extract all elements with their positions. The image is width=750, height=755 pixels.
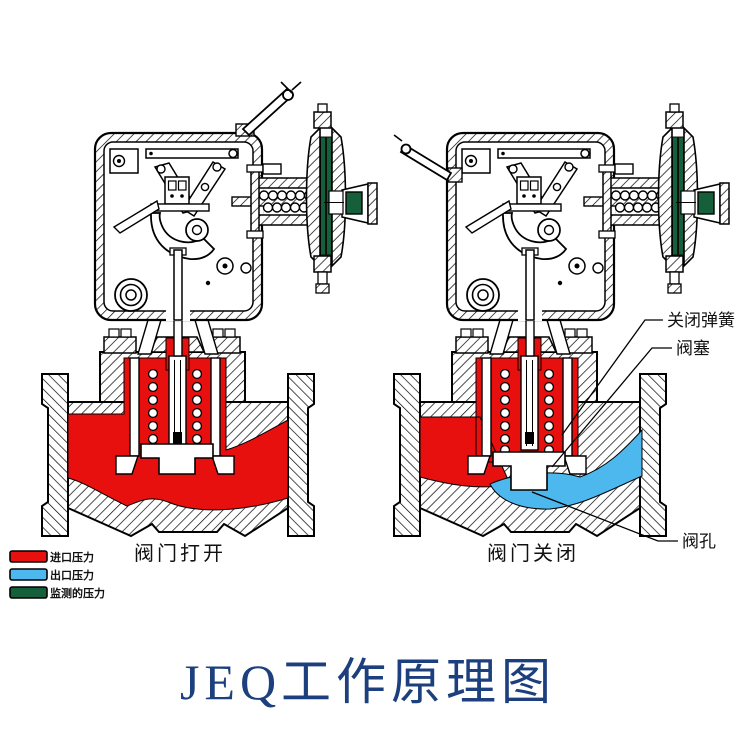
valve-plug-closed (492, 451, 566, 491)
legend-label-outlet: 出口压力 (50, 568, 94, 582)
caption-valve-open: 阀门打开 (134, 542, 226, 565)
actuator-lever-right-unit (393, 134, 463, 183)
label-valve-plug: 阀塞 (676, 339, 710, 358)
legend-swatch-inlet (9, 550, 48, 563)
label-valve-orifice: 阀孔 (682, 532, 716, 551)
legend-label-inlet: 进口压力 (50, 550, 94, 564)
leader-valve-orifice (531, 491, 678, 542)
leader-closing-spring (561, 319, 663, 436)
valve-open-diagram (41, 81, 379, 537)
legend-label-monitored: 监测的压力 (50, 586, 105, 600)
valve-closed-diagram (393, 102, 731, 537)
legend-swatch-outlet (9, 568, 48, 581)
valve-plug-open (140, 443, 214, 475)
legend-swatch-monitored (9, 586, 48, 599)
label-closing-spring: 关闭弹簧 (667, 311, 735, 330)
leader-valve-plug (551, 347, 672, 468)
page-title: JEQ工作原理图 (180, 654, 556, 710)
legend: 进口压力 出口压力 监测的压力 (9, 550, 105, 600)
annotation-leaders (531, 319, 678, 542)
caption-valve-closed: 阀门关闭 (487, 542, 579, 565)
actuator-lever-left-unit (235, 81, 302, 137)
